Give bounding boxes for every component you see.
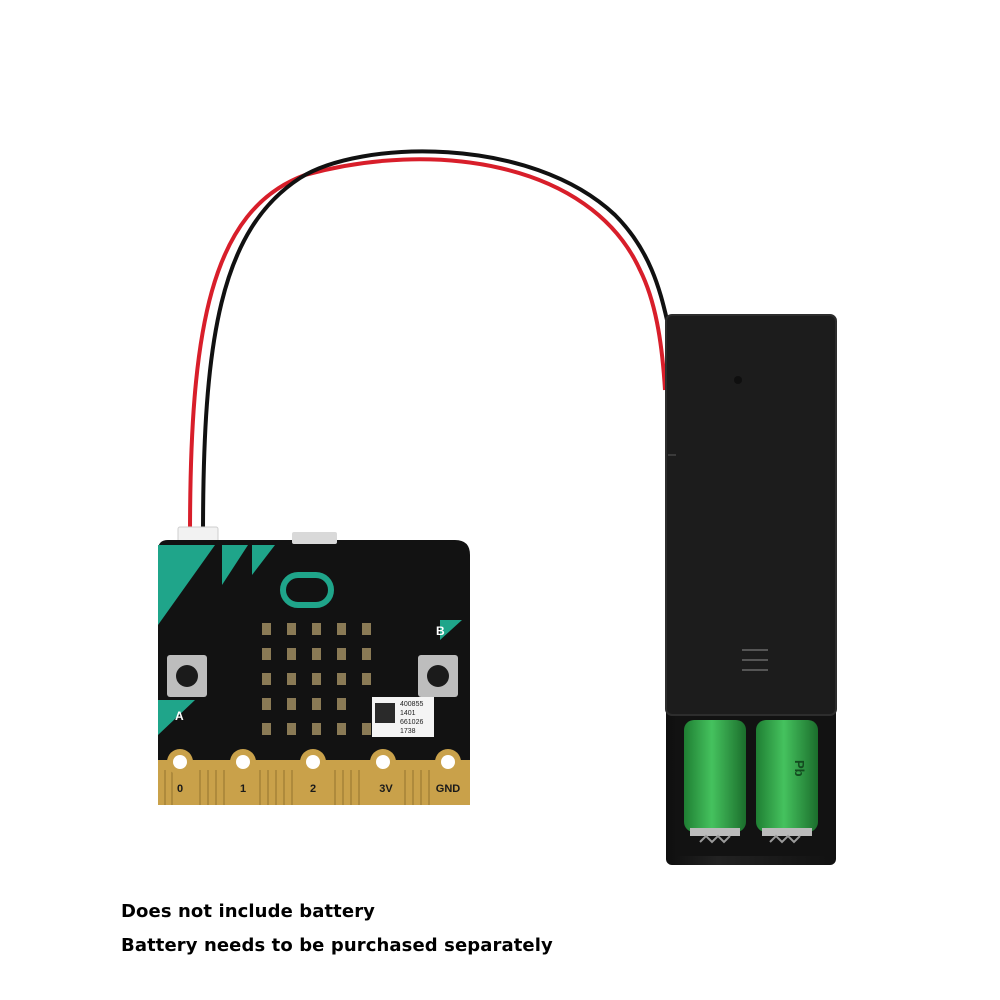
pin-label-0: 0	[177, 783, 183, 795]
product-photo: A B 400855 1401 661026 1738	[158, 149, 837, 865]
button-a	[167, 655, 207, 697]
caption-no-battery: Does not include battery	[121, 901, 376, 922]
pin-label-3v: 3V	[379, 783, 393, 795]
edge-connector-fingers	[164, 770, 430, 805]
sticker-line-2: 1401	[400, 710, 416, 717]
usb-port	[292, 532, 337, 544]
touch-logo	[280, 572, 334, 608]
button-a-label: A	[175, 709, 184, 723]
black-wire	[201, 149, 669, 536]
sticker-line-3: 661026	[400, 719, 423, 726]
board-accent	[158, 545, 215, 625]
battery-cell-right: Pb	[756, 720, 818, 836]
pin-label-gnd: GND	[436, 783, 461, 795]
sticker-line-4: 1738	[400, 728, 416, 735]
pin-holes	[167, 749, 461, 775]
microbit-board: A B 400855 1401 661026 1738	[158, 532, 470, 805]
battery-wires	[188, 149, 669, 536]
battery-holder: Pb	[665, 314, 837, 865]
red-wire	[188, 157, 667, 536]
caption-purchase-separately: Battery needs to be purchased separately	[121, 935, 553, 956]
button-b	[418, 655, 458, 697]
switch-grip	[742, 649, 768, 671]
battery-cell-left	[684, 720, 746, 836]
pin-label-2: 2	[310, 783, 316, 795]
sticker-line-1: 400855	[400, 701, 423, 708]
battery-cell-mark: Pb	[792, 760, 807, 777]
button-b-label: B	[436, 624, 445, 638]
led-matrix	[262, 623, 371, 735]
pin-label-1: 1	[240, 783, 246, 795]
serial-sticker: 400855 1401 661026 1738	[372, 697, 434, 737]
